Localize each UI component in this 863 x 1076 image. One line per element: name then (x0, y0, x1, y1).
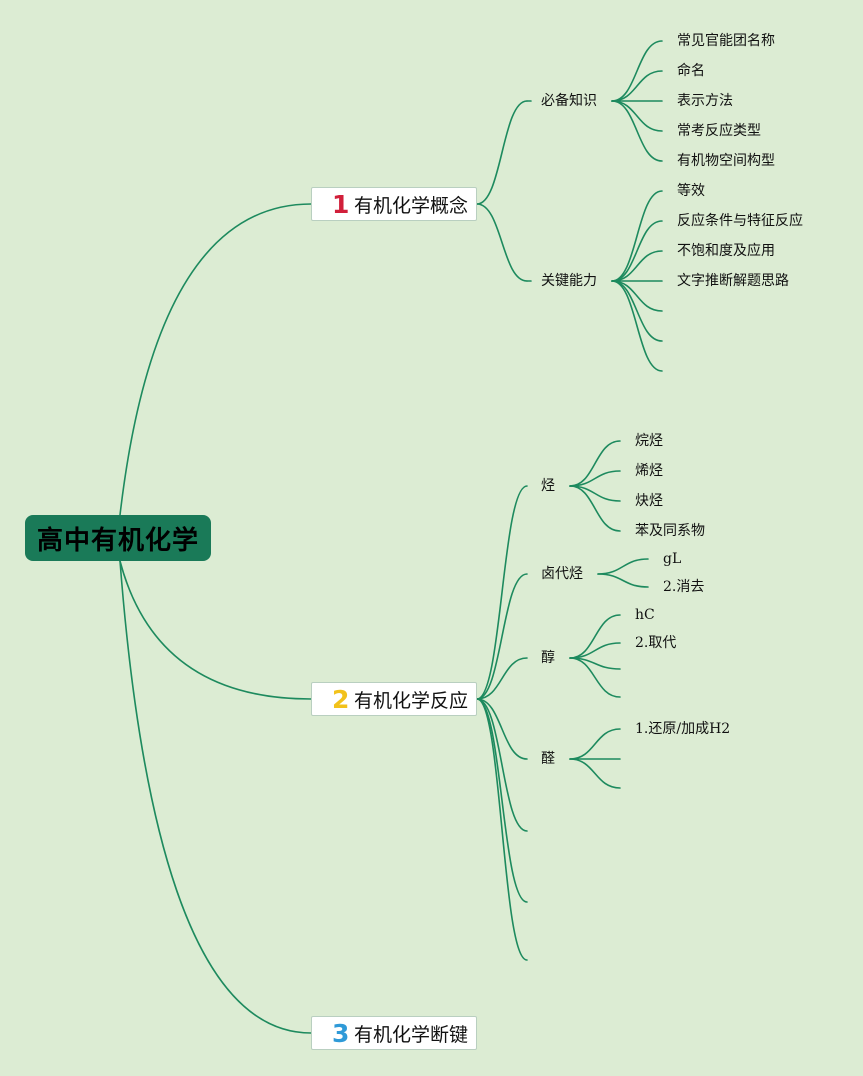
sub-node-required-knowledge[interactable]: 必备知识 (541, 93, 597, 109)
branch-connector (476, 698, 528, 903)
leaf-node[interactable]: gL (663, 551, 682, 567)
branch-connector (476, 485, 528, 700)
leaf-connector (597, 558, 649, 575)
leaf-connector (611, 250, 663, 282)
leaf-connector (597, 573, 649, 588)
root-connector (119, 560, 312, 700)
branch-connector (476, 698, 528, 961)
branch-connector (476, 100, 528, 205)
leaf-connector (611, 70, 663, 102)
branch-label: 有机化学断键 (354, 1023, 469, 1046)
branch-connector (476, 698, 528, 760)
leaf-node[interactable]: 2.消去 (663, 579, 705, 595)
leaf-node[interactable]: 烯烃 (635, 463, 663, 479)
branch-organic-reactions[interactable]: 2 有机化学反应 (311, 682, 477, 716)
leaf-node[interactable]: hC (635, 607, 655, 623)
leaf-connector (611, 220, 663, 282)
root-connector (119, 203, 312, 516)
root-label: 高中有机化学 (36, 525, 199, 556)
leaf-connector (569, 614, 621, 659)
leaf-node[interactable]: 苯及同系物 (635, 523, 705, 539)
leaf-connector (611, 280, 663, 312)
branch-label: 有机化学概念 (354, 194, 469, 217)
root-connector (119, 560, 312, 1034)
leaf-connector (569, 657, 621, 698)
leaf-node[interactable]: 常考反应类型 (677, 123, 761, 139)
leaf-node[interactable]: 常见官能团名称 (677, 33, 775, 49)
leaf-connector (611, 100, 663, 162)
leaf-connector (611, 280, 663, 342)
leaf-node[interactable]: 等效 (677, 183, 705, 199)
branch-number-3: 3 (332, 1018, 350, 1048)
leaf-node[interactable]: 炔烃 (635, 493, 663, 509)
leaf-connector (569, 728, 621, 760)
leaf-node[interactable]: 1.还原/加成H2 (635, 721, 731, 737)
root-node[interactable]: 高中有机化学 (25, 515, 211, 561)
branch-connector (476, 657, 528, 700)
branch-organic-concepts[interactable]: 1 有机化学概念 (311, 187, 477, 221)
leaf-node[interactable]: 不饱和度及应用 (677, 243, 775, 259)
leaf-node[interactable]: 命名 (677, 63, 705, 79)
sub-node-hydrocarbons[interactable]: 烃 (541, 478, 555, 494)
leaf-node[interactable]: 烷烃 (635, 433, 663, 449)
sub-node-alcohols[interactable]: 醇 (541, 650, 555, 666)
leaf-connector (569, 758, 621, 789)
leaf-connector (611, 280, 663, 372)
branch-connector (476, 573, 528, 700)
leaf-connector (611, 190, 663, 282)
leaf-connector (569, 485, 621, 532)
branch-connector (476, 203, 528, 282)
branch-number-2: 2 (332, 684, 350, 714)
leaf-node[interactable]: 有机物空间构型 (677, 153, 775, 169)
leaf-node[interactable]: 表示方法 (677, 93, 733, 109)
branch-label: 有机化学反应 (354, 689, 469, 712)
branch-connector (476, 698, 528, 832)
sub-node-haloalkanes[interactable]: 卤代烃 (541, 566, 583, 582)
sub-node-key-abilities[interactable]: 关键能力 (541, 273, 597, 289)
leaf-connector (611, 40, 663, 102)
leaf-connector (611, 100, 663, 132)
sub-node-aldehydes[interactable]: 醛 (541, 751, 555, 767)
branch-organic-bond-breaking[interactable]: 3 有机化学断键 (311, 1016, 477, 1050)
leaf-node[interactable]: 反应条件与特征反应 (677, 213, 803, 229)
leaf-node[interactable]: 文字推断解题思路 (677, 273, 789, 289)
branch-number-1: 1 (332, 189, 350, 219)
leaf-node[interactable]: 2.取代 (635, 635, 677, 651)
leaf-connector (569, 440, 621, 487)
